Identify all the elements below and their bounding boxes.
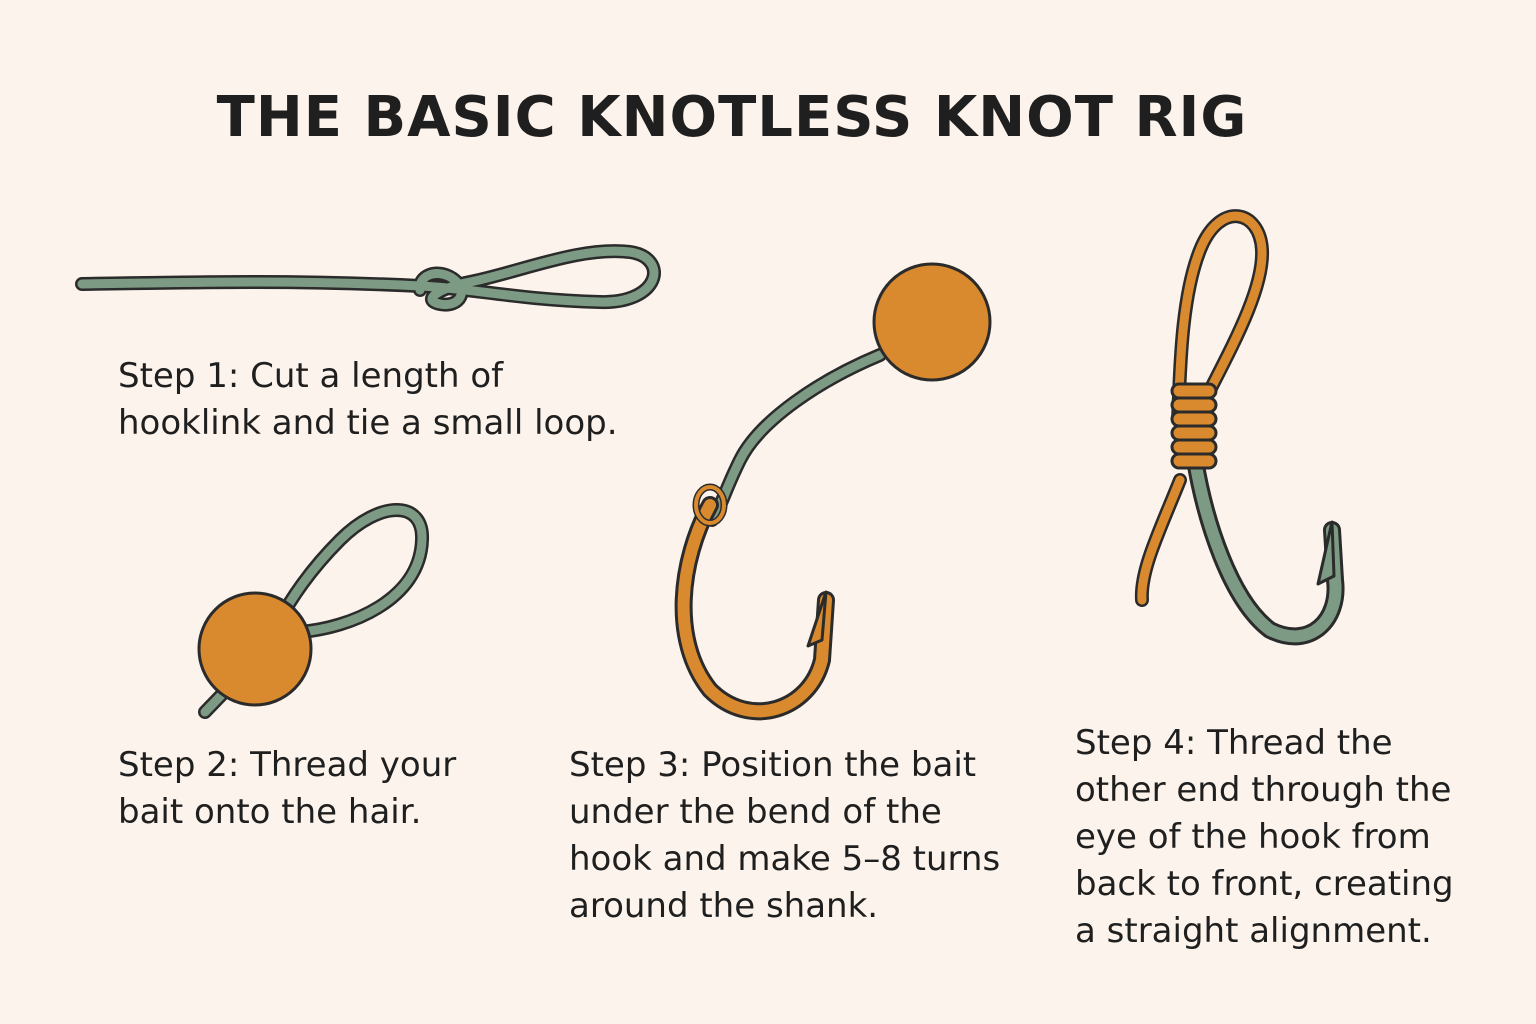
step-3-line-3: hook and make 5–8 turns <box>569 839 1001 879</box>
step-1-caption: Step 1: Cut a length of hooklink and tie… <box>118 353 618 447</box>
step-1-line-2: hooklink and tie a small loop. <box>118 403 618 443</box>
page-title: THE BASIC KNOTLESS KNOT RIG <box>216 85 1248 150</box>
step-3-line-2: under the bend of the <box>569 792 942 832</box>
step-4-line-1: Step 4: Thread the <box>1075 723 1393 763</box>
step-3-bait-and-hook-illustration <box>674 262 992 721</box>
step-4-line-5: a straight alignment. <box>1075 911 1432 951</box>
step-2-bait-on-hair-illustration <box>197 503 429 719</box>
step-1-line-1: Step 1: Cut a length of <box>118 356 504 396</box>
step-4-knotless-knot-illustration <box>1134 209 1345 646</box>
knot-wraps <box>1170 382 1218 470</box>
step-2-line-2: bait onto the hair. <box>118 792 422 832</box>
step-4-line-4: back to front, creating <box>1075 864 1454 904</box>
bait-boilie <box>872 262 992 382</box>
bait-boilie <box>197 591 313 707</box>
step-3-caption: Step 3: Position the bait under the bend… <box>569 742 1000 930</box>
step-1-hooklink-loop-illustration <box>75 244 661 312</box>
step-4-line-2: other end through the <box>1075 770 1452 810</box>
step-4-line-3: eye of the hook from <box>1075 817 1431 857</box>
step-2-line-1: Step 2: Thread your <box>118 745 457 785</box>
step-2-caption: Step 2: Thread your bait onto the hair. <box>118 742 456 836</box>
step-3-line-4: around the shank. <box>569 886 879 926</box>
step-3-line-1: Step 3: Position the bait <box>569 745 977 785</box>
step-4-caption: Step 4: Thread the other end through the… <box>1075 720 1454 955</box>
